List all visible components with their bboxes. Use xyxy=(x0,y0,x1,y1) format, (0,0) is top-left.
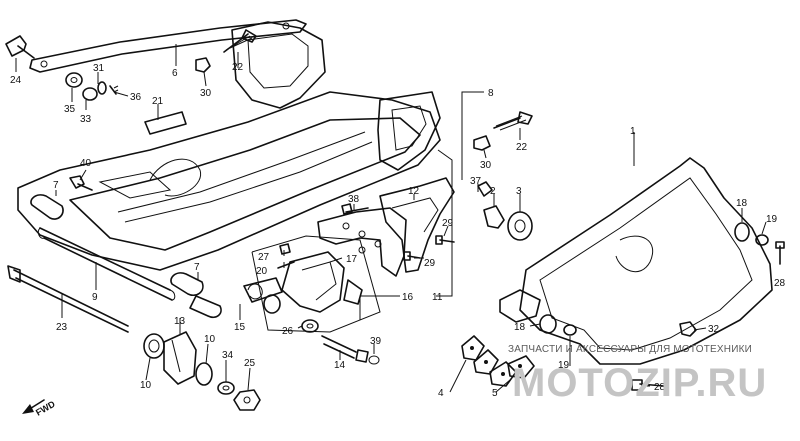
nut-part-30-top xyxy=(195,57,211,73)
pin-part-24 xyxy=(5,35,35,59)
callout-34: 34 xyxy=(222,350,234,361)
callout-17: 17 xyxy=(346,254,358,265)
watermark-caption: ЗАПЧАСТИ И АКСЕССУАРЫ ДЛЯ МОТОТЕХНИКИ xyxy=(508,344,752,355)
callout-38: 38 xyxy=(348,194,360,205)
chain-case-hardware-lower xyxy=(539,314,697,337)
pivot-bolt xyxy=(7,265,129,333)
callout-9: 9 xyxy=(92,292,98,303)
callout-15: 15 xyxy=(234,322,246,333)
chain-guard-bar xyxy=(29,19,307,73)
callout-21: 21 xyxy=(152,96,164,107)
callout-5: 5 xyxy=(492,388,498,399)
callout-33: 33 xyxy=(80,114,92,125)
bracket-part-12 xyxy=(379,177,455,273)
callout-37: 37 xyxy=(470,176,482,187)
callout-13: 13 xyxy=(174,316,186,327)
callout-31: 31 xyxy=(93,63,105,74)
callout-7-left: 7 xyxy=(53,180,59,191)
watermark: MOTOZIP.RU ЗАПЧАСТИ И АКСЕССУАРЫ ДЛЯ МОТ… xyxy=(508,344,767,405)
callout-7-center: 7 xyxy=(194,262,200,273)
leader-lines xyxy=(15,44,781,393)
washer-group xyxy=(65,72,119,101)
watermark-logo: MOTOZIP.RU xyxy=(512,361,767,405)
callout-12: 12 xyxy=(408,186,420,197)
bolt-part-22-right xyxy=(473,111,533,151)
chain-case-part-1 xyxy=(499,157,773,365)
callout-28-lower: 28 xyxy=(654,382,666,393)
callout-10-lower: 10 xyxy=(140,380,152,391)
callout-40: 40 xyxy=(80,158,92,169)
callout-6: 6 xyxy=(172,68,178,79)
assembly-box-part-16 xyxy=(251,235,381,333)
callout-18-lower: 18 xyxy=(514,322,526,333)
grommet-part-26 xyxy=(301,319,319,333)
callout-26: 26 xyxy=(282,326,294,337)
callout-2: 2 xyxy=(490,186,496,197)
pivot-tube xyxy=(37,227,176,301)
axle-hardware-left xyxy=(195,362,261,411)
callout-8: 8 xyxy=(488,88,494,99)
bolt-part-22-top xyxy=(223,29,257,53)
callout-36: 36 xyxy=(130,92,142,103)
callout-35: 35 xyxy=(64,104,76,115)
swingarm-frame xyxy=(17,21,441,271)
bracket-part-11 xyxy=(317,207,407,277)
callout-25: 25 xyxy=(244,358,256,369)
callout-14: 14 xyxy=(334,360,346,371)
callout-24: 24 xyxy=(10,75,22,86)
callout-16: 16 xyxy=(402,292,414,303)
callout-28-right: 28 xyxy=(774,278,786,289)
callout-20: 20 xyxy=(256,266,268,277)
callout-numbers: 24 6 31 35 36 33 21 22 30 8 22 30 1 40 7… xyxy=(10,62,786,399)
pivot-bushings xyxy=(30,194,222,319)
callout-10-upper: 10 xyxy=(204,334,216,345)
callout-19-upper: 19 xyxy=(766,214,778,225)
callout-19-lower: 19 xyxy=(558,360,570,371)
drive-chain-section xyxy=(461,335,535,387)
callout-30-top: 30 xyxy=(200,88,212,99)
callout-11: 11 xyxy=(432,292,443,303)
cam-adjuster-part-13 xyxy=(143,331,197,385)
bolt-part-14 xyxy=(321,335,380,365)
fwd-label: FWD xyxy=(34,399,57,418)
callout-3: 3 xyxy=(516,186,522,197)
sticker-part-21 xyxy=(144,111,187,135)
callout-18-upper: 18 xyxy=(736,198,748,209)
forward-direction-arrow: FWD xyxy=(22,399,57,418)
chain-slider-assembly xyxy=(243,243,363,314)
callout-32: 32 xyxy=(708,324,720,335)
bolt-part-28-lower xyxy=(631,379,665,391)
bolt-part-40 xyxy=(69,175,93,191)
callout-29-upper: 29 xyxy=(442,218,454,229)
callout-29-lower: 29 xyxy=(424,258,436,269)
callout-39: 39 xyxy=(370,336,382,347)
bolt-part-38 xyxy=(341,203,369,215)
callout-27: 27 xyxy=(258,252,270,263)
callout-23: 23 xyxy=(56,322,68,333)
bushing-parts-2-3-37 xyxy=(477,181,533,241)
callout-22-top: 22 xyxy=(232,62,244,73)
callout-22-right: 22 xyxy=(516,142,528,153)
callout-30-right: 30 xyxy=(480,160,492,171)
callout-1: 1 xyxy=(630,126,636,137)
callout-4: 4 xyxy=(438,388,444,399)
